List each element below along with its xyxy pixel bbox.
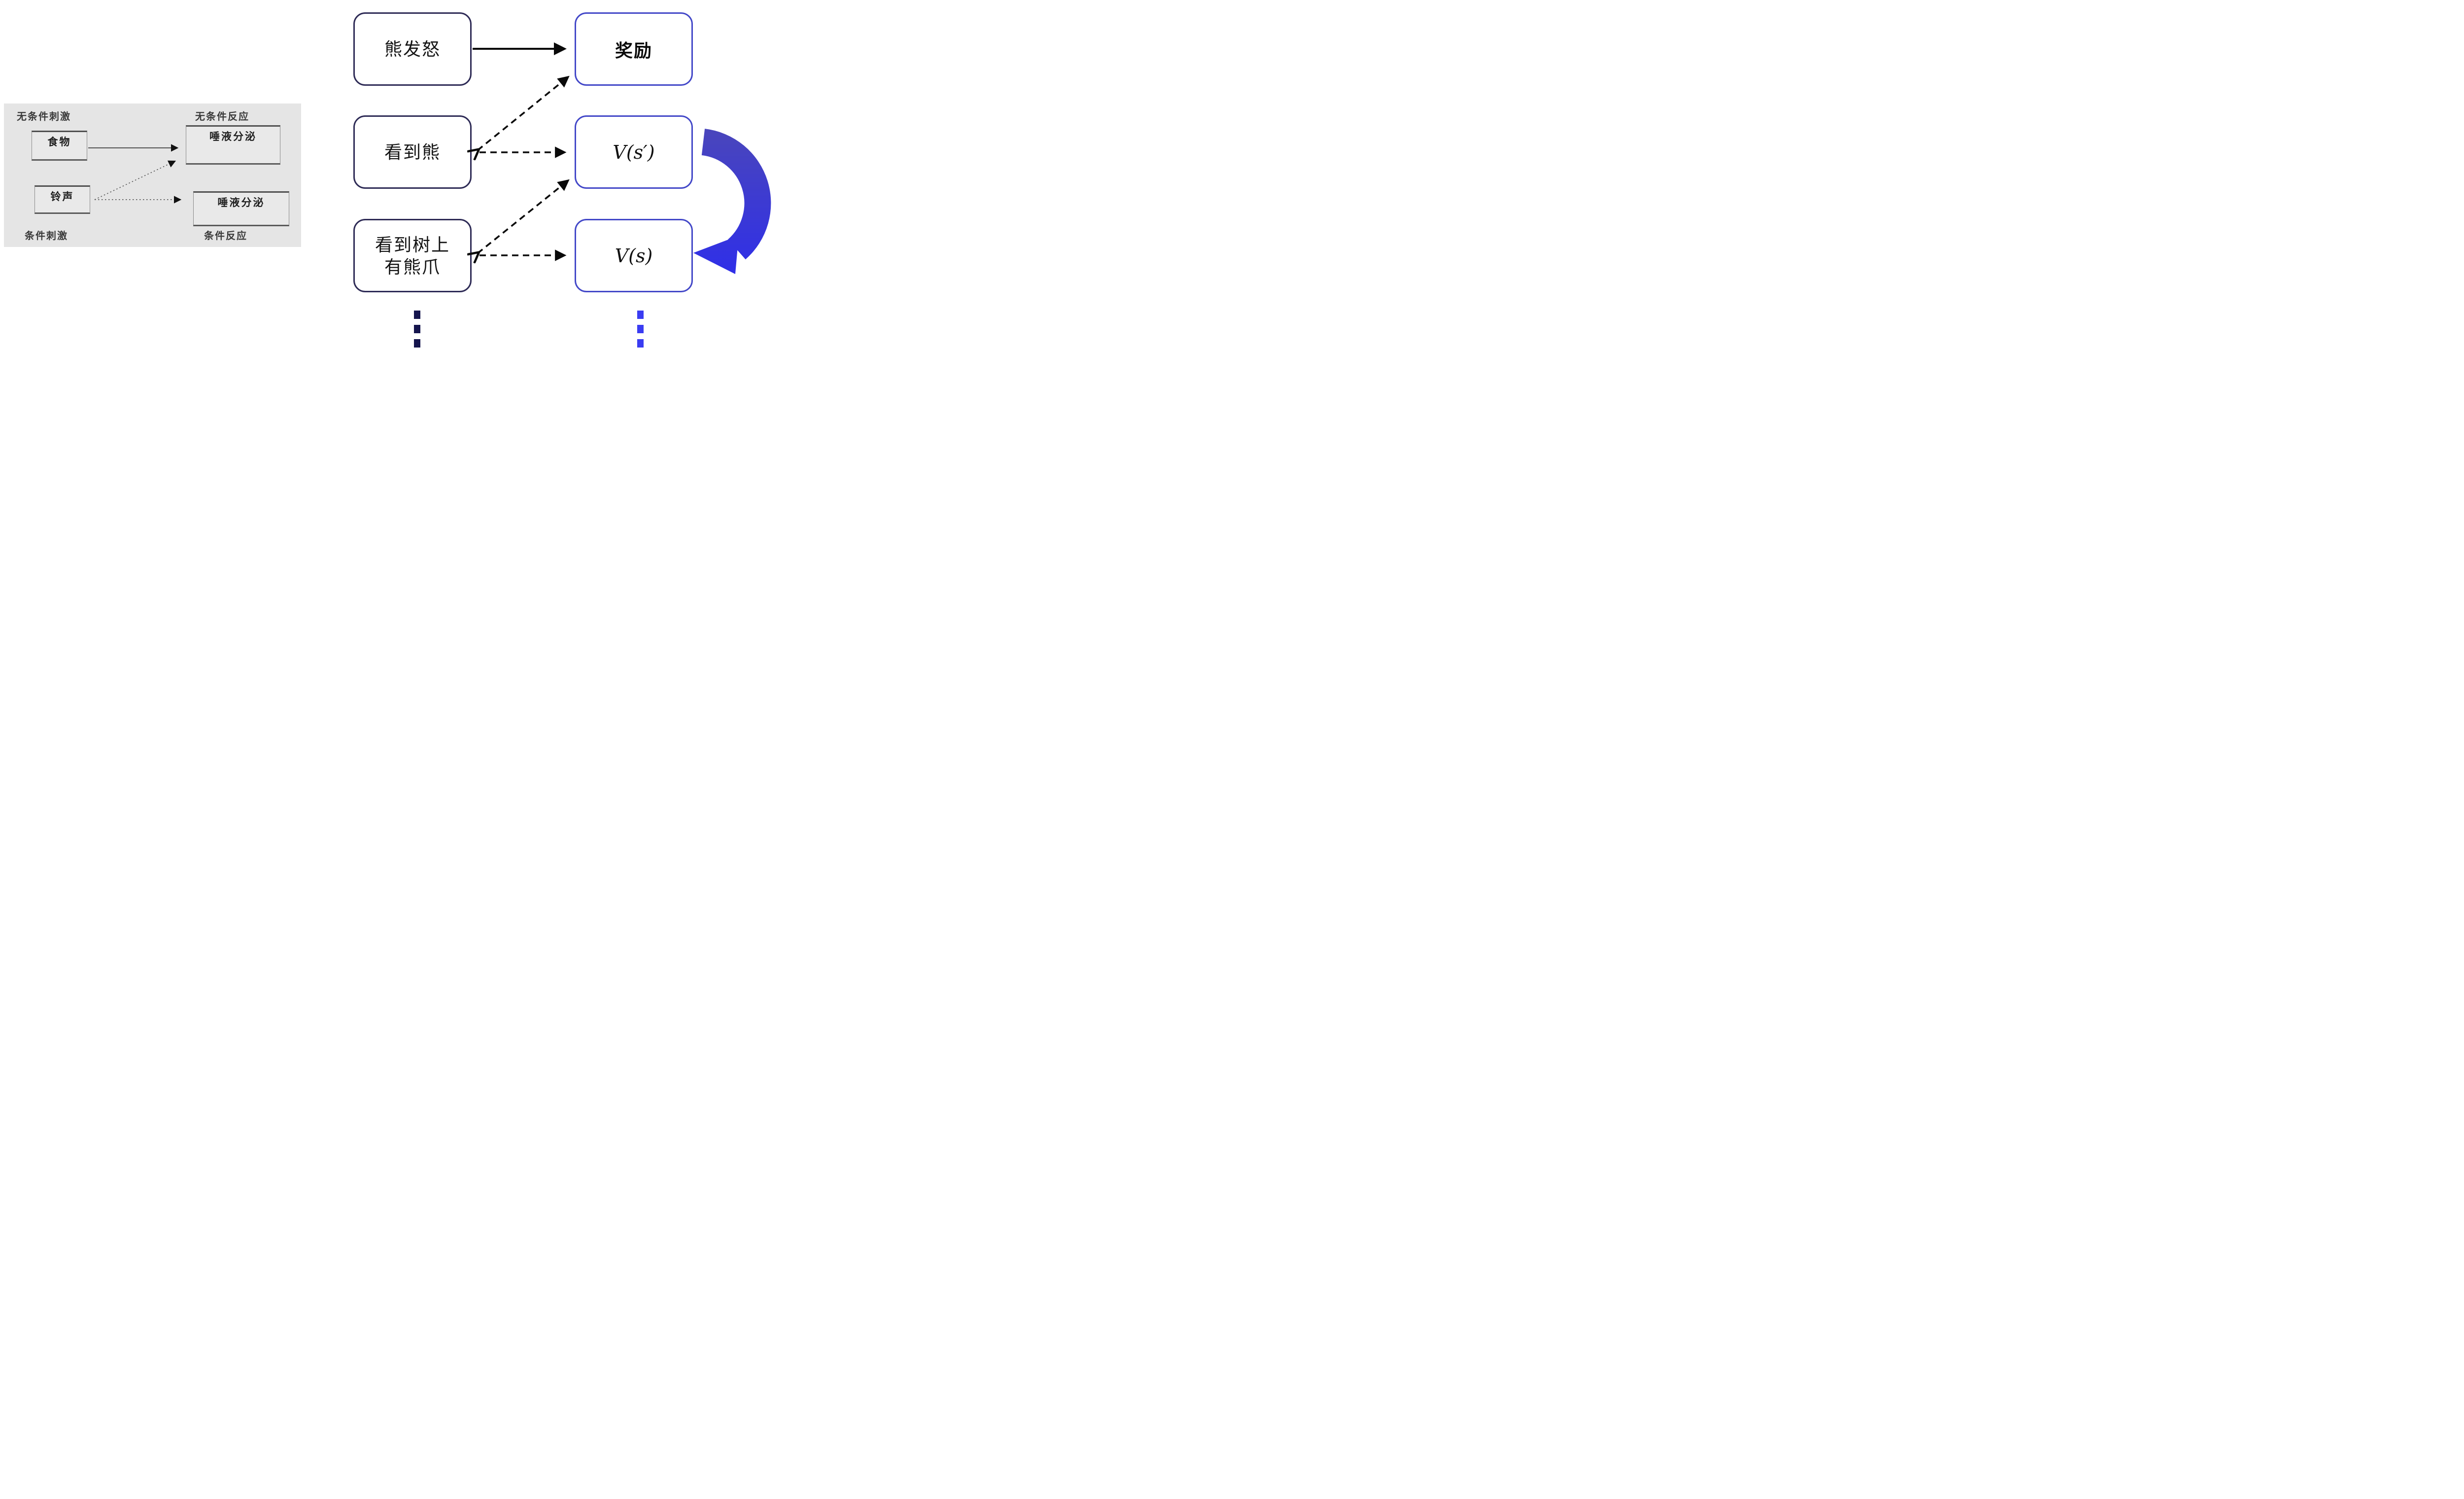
- loop-arrow-band: [701, 129, 771, 260]
- label-unconditioned-response: 无条件反应: [195, 111, 249, 122]
- td-loop-arrow: [693, 129, 771, 274]
- bell-box: 铃声: [34, 185, 90, 214]
- food-box-label: 食物: [47, 137, 71, 148]
- ellipsis-right-dot: [637, 311, 644, 319]
- ellipsis-right-dot: [637, 339, 644, 348]
- ellipsis-left-dot: [414, 325, 420, 333]
- node-reward: 奖励: [575, 12, 693, 86]
- node-v-s-prime-label: V(s′): [613, 141, 655, 163]
- salivation-lower-label: 唾液分泌: [217, 197, 265, 209]
- node-see-claw-label-line1: 看到树上: [375, 234, 450, 255]
- node-see-bear-label: 看到熊: [384, 142, 441, 162]
- ellipsis-left-dot: [414, 311, 420, 319]
- salivation-lower-box: 唾液分泌: [193, 191, 289, 226]
- node-see-claw: 看到树上 有熊爪: [353, 219, 472, 292]
- node-bear-angry-label: 熊发怒: [384, 39, 441, 59]
- bell-box-label: 铃声: [50, 191, 74, 203]
- label-conditioned-response: 条件反应: [204, 231, 247, 242]
- label-unconditioned-stimulus: 无条件刺激: [17, 111, 71, 122]
- node-bear-angry: 熊发怒: [353, 12, 472, 86]
- node-reward-label: 奖励: [615, 40, 652, 61]
- food-box: 食物: [32, 131, 87, 161]
- ellipsis-left-dot: [414, 339, 420, 348]
- label-conditioned-stimulus: 条件刺激: [25, 231, 68, 242]
- node-v-s-label: V(s): [615, 244, 653, 267]
- salivation-upper-box: 唾液分泌: [186, 125, 280, 165]
- conditioning-panel: 无条件刺激 无条件反应 食物 唾液分泌 铃声 唾液分泌 条件刺激 条件反应: [4, 104, 301, 247]
- salivation-upper-label: 唾液分泌: [209, 131, 257, 142]
- arrow-see-claw-to-v-s-prime: [478, 180, 568, 253]
- node-see-claw-label-line2: 有熊爪: [384, 256, 441, 277]
- node-v-s: V(s): [575, 219, 693, 292]
- node-v-s-prime: V(s′): [575, 115, 693, 189]
- loop-arrowhead: [693, 236, 739, 274]
- arrow-bell-to-salivation-upper: [94, 160, 176, 200]
- arrow-see-bear-to-reward: [478, 77, 568, 150]
- slide-canvas: 无条件刺激 无条件反应 食物 唾液分泌 铃声 唾液分泌 条件刺激 条件反应: [0, 0, 772, 350]
- ellipsis-right-dot: [637, 325, 644, 333]
- node-see-bear: 看到熊: [353, 115, 472, 189]
